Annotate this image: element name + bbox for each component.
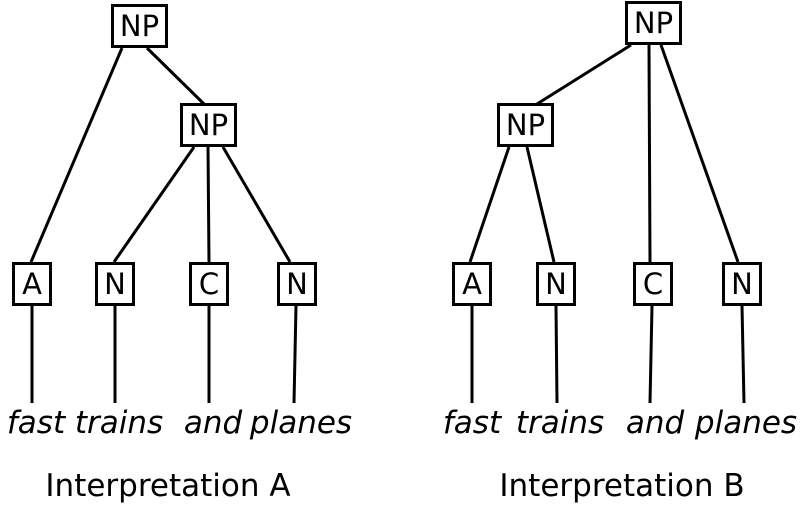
edge-b-n2-to-planes	[740, 305, 746, 404]
word-planes-b: planes	[694, 405, 798, 441]
edge-b-root-to-c	[647, 44, 652, 263]
caption-interpretation-a: Interpretation A	[45, 468, 291, 504]
word-fast-a: fast	[6, 405, 66, 441]
edge-a-root-to-a	[29, 47, 124, 263]
node-conjunction-b: C	[633, 262, 673, 306]
node-noun2-a: N	[277, 262, 317, 306]
word-and-b: and	[625, 405, 685, 441]
node-noun2-b: N	[722, 262, 762, 306]
edge-a-inner-to-n1	[112, 146, 196, 263]
node-adjective-b: A	[452, 262, 492, 306]
edge-b-c-to-and	[648, 305, 654, 404]
edge-b-n1-to-trains	[554, 305, 559, 404]
node-np-inner-b: NP	[497, 103, 554, 147]
word-fast-b: fast	[442, 405, 502, 441]
node-conjunction-a: C	[189, 262, 229, 306]
word-trains-b: trains	[515, 405, 605, 441]
word-planes-a: planes	[249, 405, 353, 441]
edge-a-inner-to-n2	[221, 146, 292, 263]
caption-interpretation-b: Interpretation B	[499, 468, 745, 504]
node-np-root-a: NP	[111, 4, 168, 48]
edge-a-n2-to-planes	[292, 305, 298, 404]
edge-b-root-to-n2	[659, 44, 740, 263]
edge-b-root-to-inner-np	[536, 43, 632, 106]
edge-a-root-to-inner-np	[145, 46, 206, 106]
node-np-root-b: NP	[625, 1, 682, 45]
node-adjective-a: A	[12, 262, 52, 306]
edge-a-inner-to-c	[206, 146, 211, 263]
node-np-inner-a: NP	[180, 103, 237, 147]
node-noun1-b: N	[536, 262, 576, 306]
word-and-a: and	[183, 405, 243, 441]
edge-b-inner-to-a	[468, 146, 511, 263]
word-trains-a: trains	[74, 405, 164, 441]
edge-b-inner-to-n1	[525, 146, 556, 263]
node-noun1-a: N	[95, 262, 135, 306]
